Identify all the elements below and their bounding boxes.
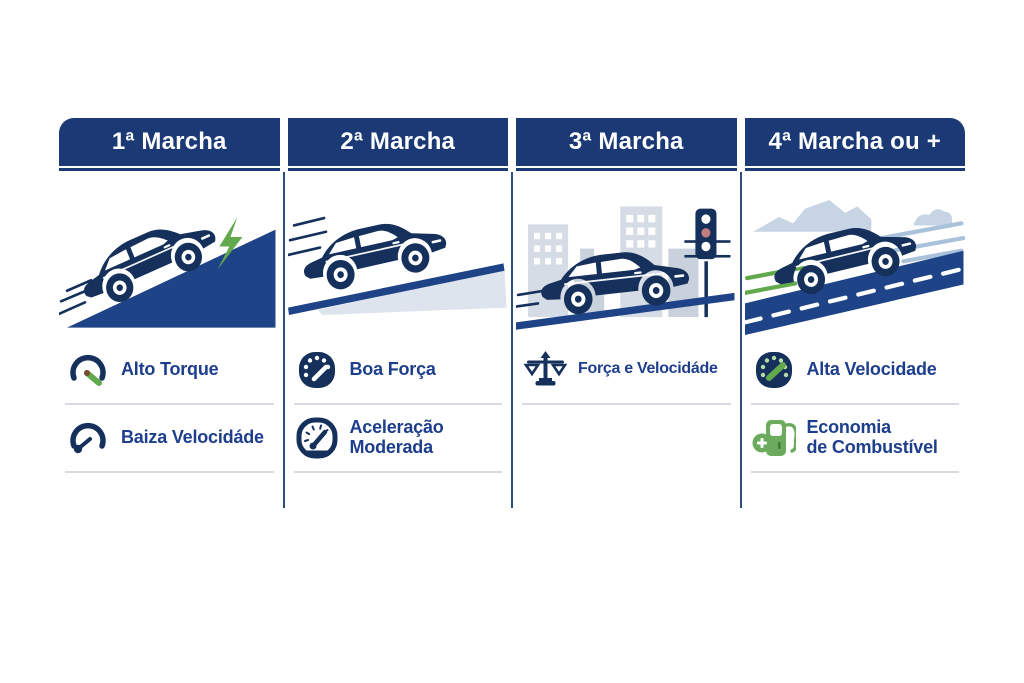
speed-power-gauge-icon bbox=[294, 346, 340, 392]
feature-label: Baiza Velocidáde bbox=[121, 426, 264, 447]
header-underline bbox=[516, 168, 737, 171]
feature-row: Alta Velocidade bbox=[750, 337, 959, 405]
column-4th-gear: 4ª Marcha ou + bbox=[744, 118, 966, 510]
feature-label: Alta Velocidade bbox=[806, 358, 937, 379]
balance-scale-icon bbox=[522, 346, 568, 392]
feature-label: Alto Torque bbox=[121, 358, 219, 379]
low-speed-gauge-icon bbox=[65, 414, 111, 460]
fuel-economy-pump-icon bbox=[751, 414, 797, 460]
feature-label: Aceleração Moderada bbox=[349, 416, 444, 457]
scene-highway bbox=[744, 177, 965, 335]
feature-row: Alto Torque bbox=[65, 337, 274, 405]
column-2nd-gear: 2ª Marcha bbox=[287, 118, 513, 510]
feature-row: Boa Força bbox=[293, 337, 502, 405]
feature-list: Alta Velocidade Eco bbox=[745, 335, 966, 473]
header-underline bbox=[59, 168, 280, 171]
column-3rd-gear: 3ª Marcha bbox=[516, 118, 741, 510]
mountains-clouds bbox=[752, 200, 871, 232]
lightning-bolt-icon bbox=[217, 217, 243, 270]
feature-label: Boa Força bbox=[349, 358, 436, 379]
gears-infographic: 1ª Marcha bbox=[59, 118, 965, 510]
scene-moderate-slope bbox=[287, 177, 509, 335]
feature-row: Força e Velocidáde bbox=[522, 337, 731, 405]
high-speed-gauge-icon bbox=[751, 346, 797, 392]
feature-list: Alto Torque Baiza Velocidáde bbox=[59, 335, 280, 473]
column-header-1st-gear: 1ª Marcha bbox=[59, 118, 280, 166]
feature-row: Aceleração Moderada bbox=[293, 405, 502, 473]
feature-list: Força e Velocidáde bbox=[516, 335, 737, 405]
header-underline bbox=[744, 168, 965, 171]
column-1st-gear: 1ª Marcha bbox=[59, 118, 284, 510]
column-header-2nd-gear: 2ª Marcha bbox=[287, 118, 508, 166]
column-header-3rd-gear: 3ª Marcha bbox=[516, 118, 737, 166]
moderate-acceleration-gauge-icon bbox=[294, 414, 340, 460]
scene-city-street bbox=[516, 177, 737, 335]
feature-label: Força e Velocidáde bbox=[578, 360, 718, 378]
feature-row: Baiza Velocidáde bbox=[65, 405, 274, 473]
header-underline bbox=[287, 168, 508, 171]
feature-label: Economia de Combustível bbox=[806, 416, 938, 457]
column-header-4th-gear: 4ª Marcha ou + bbox=[744, 118, 965, 166]
scene-steep-hill bbox=[59, 177, 280, 335]
gear-columns: 1ª Marcha bbox=[59, 118, 965, 510]
feature-list: Boa Força Aceleração Moderada bbox=[288, 335, 509, 473]
feature-row: Economia de Combustível bbox=[750, 405, 959, 473]
torque-gauge-icon bbox=[65, 346, 111, 392]
traffic-light-icon bbox=[684, 208, 731, 318]
